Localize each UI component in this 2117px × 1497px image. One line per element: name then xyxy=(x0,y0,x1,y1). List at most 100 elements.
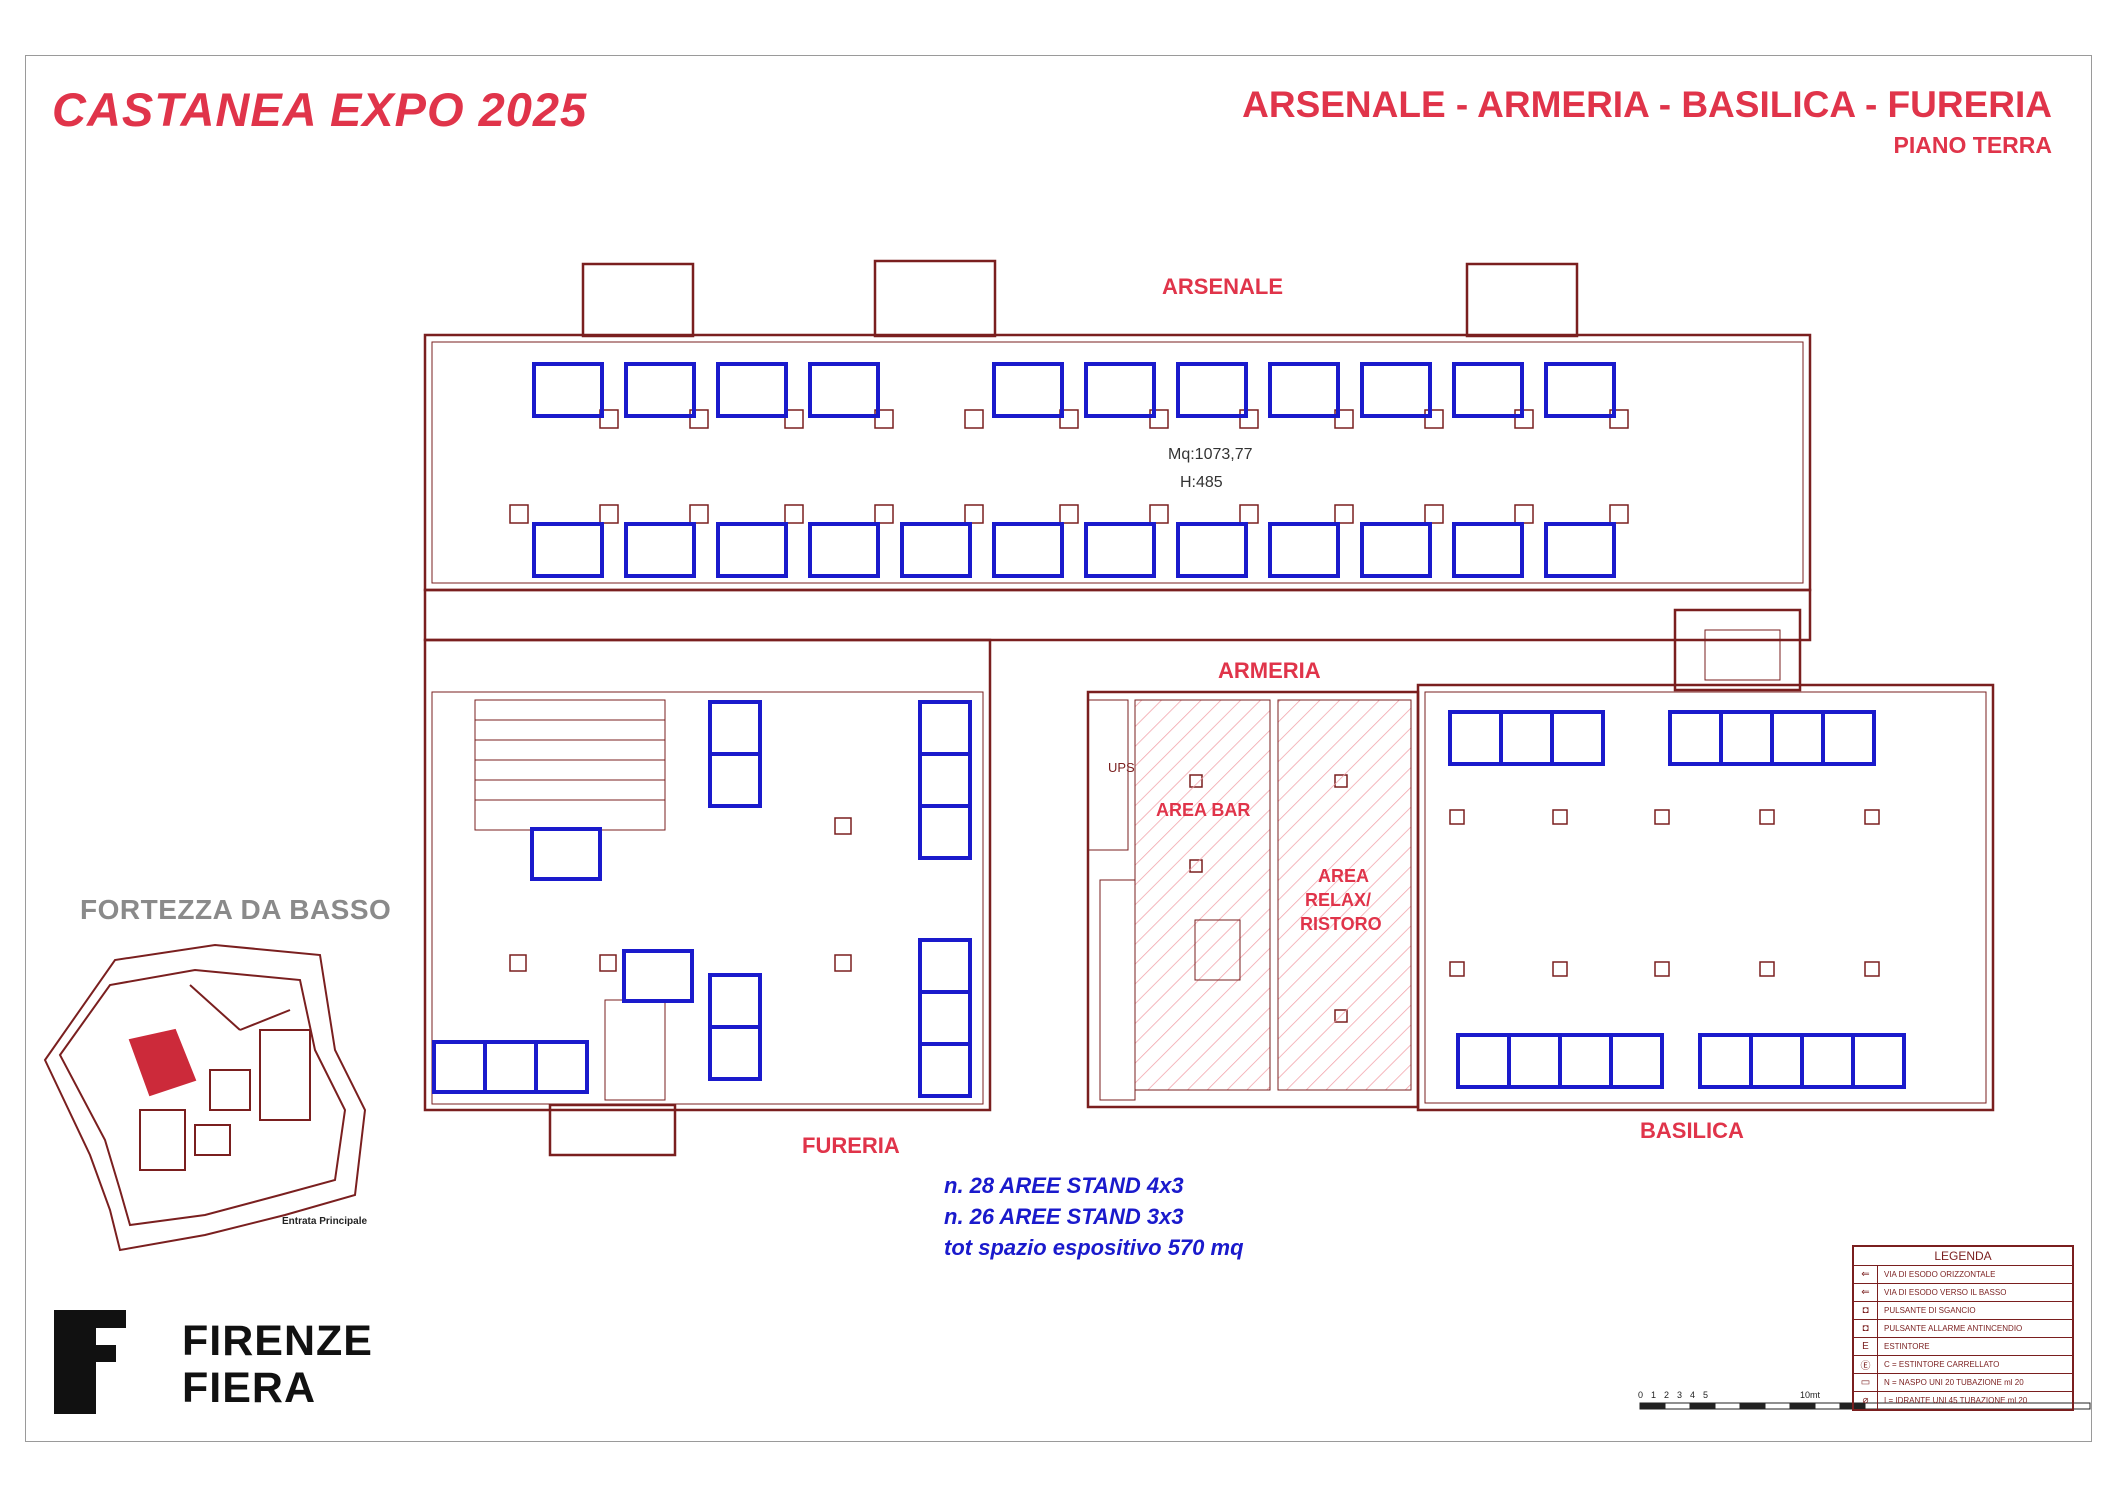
legend-item: ▭ N = NASPO UNI 20 TUBAZIONE ml 20 xyxy=(1854,1374,2072,1392)
label-basilica: BASILICA xyxy=(1640,1118,1744,1143)
floor-label: PIANO TERRA xyxy=(1893,132,2052,158)
stand-area xyxy=(1550,710,1605,766)
stand-area xyxy=(1268,362,1340,418)
brand-name: FIRENZE FIERA xyxy=(182,1318,373,1412)
buildings-title: ARSENALE - ARMERIA - BASILICA - FURERIA xyxy=(1242,84,2052,125)
legend-item: E ESTINTORE xyxy=(1854,1338,2072,1356)
stand-area xyxy=(1448,710,1503,766)
ups-label: UPS xyxy=(1108,760,1135,775)
legend: LEGENDA ⇐VIA DI ESODO ORIZZONTALE⇐VIA DI… xyxy=(1852,1245,2074,1411)
legend-symbol-icon: ◘ xyxy=(1854,1320,1878,1337)
legend-label: I = IDRANTE UNI 45 TUBAZIONE ml 20 xyxy=(1884,1396,2028,1405)
scale-tick-label: 5 xyxy=(1703,1390,1709,1400)
stand-area xyxy=(1452,522,1524,578)
stand-area xyxy=(708,973,762,1029)
stand-area xyxy=(624,362,696,418)
stand-area xyxy=(808,522,880,578)
stand-area xyxy=(1360,522,1432,578)
label-area-relax-1: AREA xyxy=(1318,866,1370,886)
stand-area xyxy=(992,522,1064,578)
stand-area xyxy=(1268,522,1340,578)
legend-label: N = NASPO UNI 20 TUBAZIONE ml 20 xyxy=(1884,1378,2024,1387)
summary-line-3: tot spazio espositivo 570 mq xyxy=(944,1235,1244,1260)
stand-area xyxy=(1749,1033,1804,1089)
legend-symbol-icon: E xyxy=(1854,1338,1878,1355)
stand-area xyxy=(1360,362,1432,418)
stair-blocks xyxy=(474,629,1781,1101)
stand-area xyxy=(1770,710,1825,766)
stand-area xyxy=(534,1040,589,1094)
label-armeria: ARMERIA xyxy=(1218,658,1321,683)
stand-areas xyxy=(432,362,1906,1098)
stand-area xyxy=(1544,522,1616,578)
stand-area xyxy=(992,362,1064,418)
stand-area xyxy=(1719,710,1774,766)
stand-area xyxy=(918,1042,972,1098)
stand-area xyxy=(1176,522,1248,578)
stand-area xyxy=(1668,710,1723,766)
stand-area xyxy=(624,522,696,578)
brand-logo xyxy=(54,1310,126,1414)
label-area-relax-3: RISTORO xyxy=(1300,914,1382,934)
legend-symbol-icon: ⇐ xyxy=(1854,1284,1878,1301)
stand-area xyxy=(900,522,972,578)
summary-line-2: n. 26 AREE STAND 3x3 xyxy=(944,1204,1184,1229)
locator-title: FORTEZZA DA BASSO xyxy=(80,894,392,925)
label-arsenale: ARSENALE xyxy=(1162,274,1284,299)
stand-area xyxy=(532,362,604,418)
scale-tick-label: 2 xyxy=(1664,1390,1670,1400)
scale-end-label: 10mt xyxy=(1800,1390,1821,1400)
legend-item: ⇐VIA DI ESODO ORIZZONTALE xyxy=(1854,1266,2072,1284)
stand-area xyxy=(432,1040,487,1094)
stand-area xyxy=(1452,362,1524,418)
area-relax-zone xyxy=(1277,699,1412,1091)
locator-map xyxy=(43,943,367,1252)
legend-symbol-icon: Ⓔ xyxy=(1854,1356,1878,1373)
label-area-bar: AREA BAR xyxy=(1156,800,1251,820)
stand-area xyxy=(1084,362,1156,418)
legend-label: ESTINTORE xyxy=(1884,1342,1930,1351)
legend-symbol-icon: ⇐ xyxy=(1854,1266,1878,1283)
stand-area xyxy=(483,1040,538,1094)
legend-item: ◘ PULSANTE ALLARME ANTINCENDIO xyxy=(1854,1320,2072,1338)
stand-area xyxy=(918,938,972,994)
page-frame xyxy=(25,55,2092,1442)
stand-area xyxy=(716,362,788,418)
stand-area xyxy=(918,990,972,1046)
stand-area xyxy=(1507,1033,1562,1089)
building-walls xyxy=(423,259,1995,1157)
stand-area xyxy=(708,752,762,808)
brand-line-1: FIRENZE xyxy=(182,1317,373,1365)
stand-area xyxy=(622,949,694,1003)
stand-area xyxy=(716,522,788,578)
legend-symbol-icon: ⌀ xyxy=(1854,1392,1878,1409)
stand-area xyxy=(1558,1033,1613,1089)
legend-symbol-icon: ◘ xyxy=(1854,1302,1878,1319)
scale-tick-label: 4 xyxy=(1690,1390,1696,1400)
legend-symbol-icon: ▭ xyxy=(1854,1374,1878,1391)
stand-area xyxy=(1544,362,1616,418)
stand-area xyxy=(918,804,972,860)
arsenale-area-size: Mq:1073,77 xyxy=(1168,446,1253,463)
stand-area xyxy=(918,752,972,808)
summary-line-1: n. 28 AREE STAND 4x3 xyxy=(944,1173,1184,1198)
legend-label: PULSANTE ALLARME ANTINCENDIO xyxy=(1884,1324,2023,1333)
brand-line-2: FIERA xyxy=(182,1364,316,1412)
stand-area xyxy=(1698,1033,1753,1089)
label-area-relax-2: RELAX/ xyxy=(1305,890,1372,910)
stand-area xyxy=(808,362,880,418)
stand-area xyxy=(1499,710,1554,766)
legend-item: ⌀ I = IDRANTE UNI 45 TUBAZIONE ml 20 xyxy=(1854,1392,2072,1409)
stand-area xyxy=(530,827,602,881)
locator-entrance-label: Entrata Principale xyxy=(282,1216,368,1227)
stand-area xyxy=(1176,362,1248,418)
stand-area xyxy=(1821,710,1876,766)
label-fureria: FURERIA xyxy=(802,1133,900,1158)
legend-item: ⇐VIA DI ESODO VERSO IL BASSO xyxy=(1854,1284,2072,1302)
legend-label: PULSANTE DI SGANCIO xyxy=(1884,1306,1976,1315)
stand-area xyxy=(532,522,604,578)
stand-area xyxy=(918,700,972,756)
scale-tick-label: 0 xyxy=(1638,1390,1644,1400)
